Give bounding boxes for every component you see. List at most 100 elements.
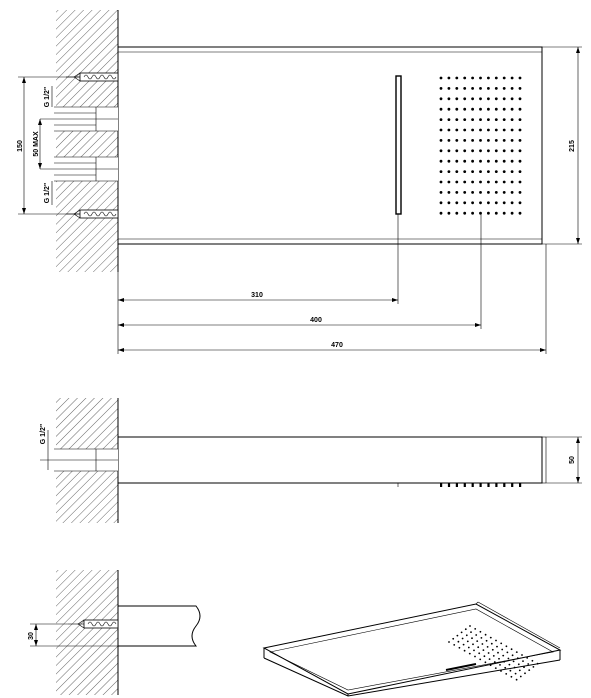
nozzle-dot xyxy=(447,76,451,80)
iso-nozzle-dot xyxy=(474,628,477,630)
nozzle-dot xyxy=(487,107,490,111)
iso-nozzle-dot xyxy=(481,643,484,645)
nozzle-dot xyxy=(447,118,451,121)
iso-nozzle-dot xyxy=(460,631,463,634)
dim-150-label: 150 xyxy=(17,140,24,152)
side-view: G 1/2" 50 xyxy=(40,398,582,523)
rain-nozzle-grid xyxy=(439,76,522,215)
nozzle-dot xyxy=(455,76,459,80)
inlet-top xyxy=(40,106,118,132)
panel-body-front xyxy=(117,46,543,245)
nozzle-dot xyxy=(471,191,474,194)
iso-nozzle-dot xyxy=(457,640,460,643)
iso-nozzle-dot xyxy=(489,636,492,639)
nozzle-dot xyxy=(487,191,490,194)
iso-nozzle-dot xyxy=(475,634,478,636)
dim-215-label: 215 xyxy=(569,140,576,152)
nozzle-dot xyxy=(439,139,443,142)
nozzle-dot xyxy=(463,191,467,194)
iso-nozzle-dot xyxy=(463,649,466,652)
iso-underside xyxy=(269,608,554,691)
iso-nozzle-dot xyxy=(488,658,491,660)
iso-nozzle-dot xyxy=(522,660,524,662)
nozzle-dot xyxy=(479,201,482,205)
nozzle-dot xyxy=(471,118,474,121)
nozzle-dot xyxy=(471,76,474,80)
nozzle-dot xyxy=(494,139,498,142)
nozzle-dot xyxy=(518,211,522,215)
iso-nozzle-dot xyxy=(512,660,515,663)
nozzle-dot xyxy=(510,87,514,90)
iso-nozzle-dot xyxy=(503,660,506,663)
nozzle-dot xyxy=(502,128,506,132)
iso-nozzle-dot xyxy=(510,675,513,678)
nozzle-dot xyxy=(479,118,482,121)
nozzle-dot xyxy=(455,118,459,121)
iso-nozzle-dot xyxy=(483,655,486,658)
iso-nozzle-dot xyxy=(482,649,485,651)
nozzle-dot xyxy=(479,128,482,132)
nozzle-dot xyxy=(471,139,474,142)
dim-thickness-50: 50 xyxy=(546,436,582,484)
detail-view: 30 xyxy=(28,570,201,695)
nozzle-dot xyxy=(510,149,514,153)
nozzle-dot xyxy=(510,139,514,142)
nozzle-dot xyxy=(518,128,522,132)
nozzle-dot xyxy=(479,76,482,80)
nozzle-dot xyxy=(455,180,459,184)
nozzle-dot xyxy=(518,149,522,153)
nozzle-dot xyxy=(447,211,451,215)
nozzle-dot xyxy=(463,76,467,80)
nozzle-dot xyxy=(479,191,482,194)
nozzle-dot xyxy=(494,107,498,111)
nozzle-dot xyxy=(479,149,482,153)
inlet-bottom xyxy=(40,156,118,182)
nozzle-dot xyxy=(502,87,506,90)
nozzle-dot xyxy=(463,107,467,111)
nozzle-dot xyxy=(439,128,443,132)
side-nozzle xyxy=(471,483,474,487)
nozzle-dot xyxy=(494,87,498,90)
nozzle-dot xyxy=(447,139,451,142)
iso-nozzle-dot xyxy=(513,666,516,669)
nozzle-dot xyxy=(439,97,443,101)
iso-nozzle-dot xyxy=(526,657,529,659)
nozzle-dot xyxy=(463,201,467,205)
iso-nozzle-dot xyxy=(510,648,513,651)
iso-nozzle-dot xyxy=(524,672,526,675)
nozzle-dot xyxy=(487,170,490,174)
iso-nozzle-dot xyxy=(505,645,508,648)
nozzle-dot xyxy=(463,139,467,142)
iso-nozzle-dot xyxy=(496,645,498,648)
nozzle-dot xyxy=(479,170,482,174)
nozzle-dot xyxy=(455,211,459,215)
nozzle-dot xyxy=(510,211,514,215)
iso-nozzle-dot xyxy=(467,646,470,649)
iso-nozzle-dot xyxy=(464,628,467,631)
thread-bottom-label: G 1/2" xyxy=(44,183,51,203)
iso-nozzle-dot xyxy=(485,639,488,642)
nozzle-dot xyxy=(447,97,451,101)
iso-nozzle-dot xyxy=(507,657,510,660)
nozzle-dot xyxy=(463,211,467,215)
iso-nozzle-dot xyxy=(518,669,521,672)
iso-nozzle-dot xyxy=(490,642,493,645)
nozzle-dot xyxy=(447,180,451,184)
dim-left-150: 150 xyxy=(17,76,80,215)
iso-nozzle-dot xyxy=(453,644,456,646)
iso-nozzle-dot xyxy=(484,661,487,664)
iso-nozzle-dot xyxy=(476,640,479,642)
iso-waterfall-slot xyxy=(445,663,477,671)
nozzle-dot xyxy=(471,107,474,111)
nozzle-dot xyxy=(463,128,467,132)
nozzle-dot xyxy=(471,170,474,174)
side-nozzle xyxy=(495,483,498,487)
dim-30: 30 xyxy=(28,624,118,647)
panel-stub xyxy=(118,605,201,647)
nozzle-dot xyxy=(471,159,474,163)
iso-nozzle-dot xyxy=(458,646,461,649)
iso-nozzle-grid xyxy=(448,625,539,681)
dim-470-label: 470 xyxy=(331,342,343,349)
iso-nozzle-dot xyxy=(492,655,495,657)
nozzle-dot xyxy=(510,159,514,163)
